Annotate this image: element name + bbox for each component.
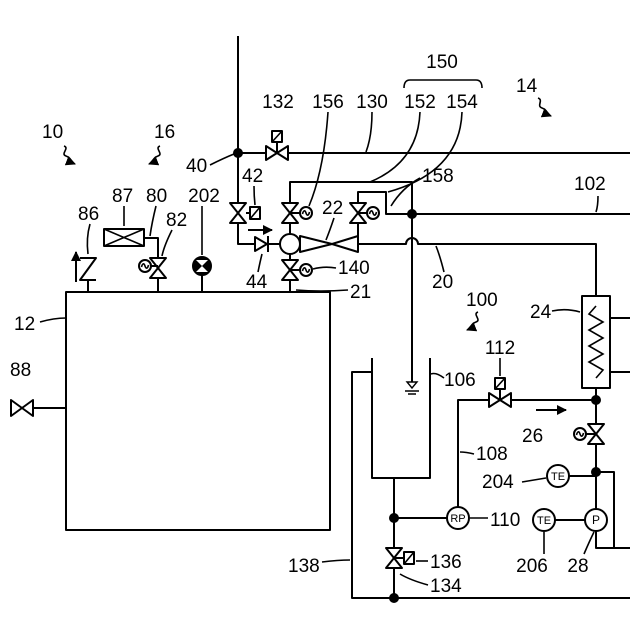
line-102 <box>407 196 630 219</box>
leader-82 <box>162 230 172 256</box>
label-80: 80 <box>146 186 167 207</box>
leader-106 <box>431 374 444 379</box>
symbol-te-206: TE <box>537 515 551 527</box>
label-138: 138 <box>288 556 320 577</box>
label-134: 134 <box>430 576 462 597</box>
leader-102 <box>596 196 598 212</box>
leader-86 <box>87 224 90 254</box>
valve-132 <box>266 131 288 160</box>
leader-80 <box>150 206 156 236</box>
label-26: 26 <box>522 426 543 447</box>
leader-21 <box>296 290 348 291</box>
valve-112 <box>489 358 511 407</box>
label-82: 82 <box>166 210 187 231</box>
leader-42 <box>254 186 255 205</box>
heat-exchanger-24 <box>552 296 630 388</box>
label-108: 108 <box>476 444 508 465</box>
valve-136 <box>386 548 428 585</box>
label-21: 21 <box>350 282 371 303</box>
valve-42 <box>230 186 260 223</box>
symbol-p-28: P <box>592 513 600 527</box>
arrow-100 <box>467 312 478 330</box>
check-valve-44 <box>255 236 280 272</box>
valve-88 <box>11 400 66 416</box>
label-14: 14 <box>516 76 538 97</box>
gauge-202 <box>193 206 211 292</box>
tank-12-body <box>66 292 330 530</box>
label-12: 12 <box>14 314 35 335</box>
label-88: 88 <box>10 360 31 381</box>
tank-106 <box>372 358 444 478</box>
line-130 <box>238 112 630 153</box>
label-154: 154 <box>446 92 478 113</box>
label-202: 202 <box>188 186 220 207</box>
junction <box>591 395 601 405</box>
label-112: 112 <box>485 338 515 359</box>
label-87: 87 <box>112 186 133 207</box>
label-204: 204 <box>482 472 514 493</box>
label-102: 102 <box>574 174 606 195</box>
line-20 <box>358 238 596 296</box>
leader-22 <box>326 218 334 240</box>
leader-44 <box>258 254 262 272</box>
arrow-10 <box>64 146 75 164</box>
label-42: 42 <box>242 166 263 187</box>
ejector-diffuser <box>332 236 358 252</box>
label-28: 28 <box>567 556 588 577</box>
label-130: 130 <box>356 92 388 113</box>
label-136: 136 <box>430 552 462 573</box>
label-40: 40 <box>186 156 207 177</box>
leader-134 <box>400 574 428 585</box>
leader-40 <box>210 154 234 165</box>
label-106: 106 <box>444 370 476 391</box>
symbol-te-204: TE <box>551 471 565 483</box>
label-24: 24 <box>530 302 552 323</box>
leader-108 <box>460 452 474 454</box>
junction <box>389 593 399 603</box>
leader-12 <box>40 318 66 322</box>
label-10: 10 <box>42 122 63 143</box>
label-110: 110 <box>490 510 520 531</box>
tank-12 <box>40 292 330 530</box>
arrow-14 <box>538 98 551 116</box>
leader-138 <box>322 560 350 562</box>
label-156: 156 <box>312 92 344 113</box>
leader-140 <box>313 267 336 269</box>
leader-24 <box>552 310 580 312</box>
symbol-rp-110: RP <box>450 513 465 525</box>
label-206: 206 <box>516 556 548 577</box>
leader-130 <box>366 112 372 152</box>
label-44: 44 <box>246 272 268 293</box>
ejector-suction-chamber <box>280 234 300 254</box>
label-150: 150 <box>426 52 458 73</box>
leader-20 <box>436 246 444 272</box>
leader-204 <box>522 478 546 482</box>
leader-152 <box>370 112 420 182</box>
leader-28 <box>584 532 594 554</box>
label-20: 20 <box>432 272 453 293</box>
valve-26 <box>574 424 604 444</box>
label-140: 140 <box>338 258 370 279</box>
label-158: 158 <box>422 166 454 187</box>
bracket-150 <box>404 80 482 88</box>
valve-158 <box>350 178 420 236</box>
label-16: 16 <box>154 122 175 143</box>
label-132: 132 <box>262 92 294 113</box>
unit-87 <box>104 206 144 246</box>
label-86: 86 <box>78 204 99 225</box>
label-22: 22 <box>322 198 343 219</box>
arrow-16 <box>149 146 160 164</box>
relief-valve-86-symbol <box>80 258 96 280</box>
label-100: 100 <box>466 290 498 311</box>
leader-156 <box>309 112 328 206</box>
water-level-icon <box>407 382 417 388</box>
relief-valve-86 <box>76 224 96 292</box>
label-152: 152 <box>404 92 436 113</box>
